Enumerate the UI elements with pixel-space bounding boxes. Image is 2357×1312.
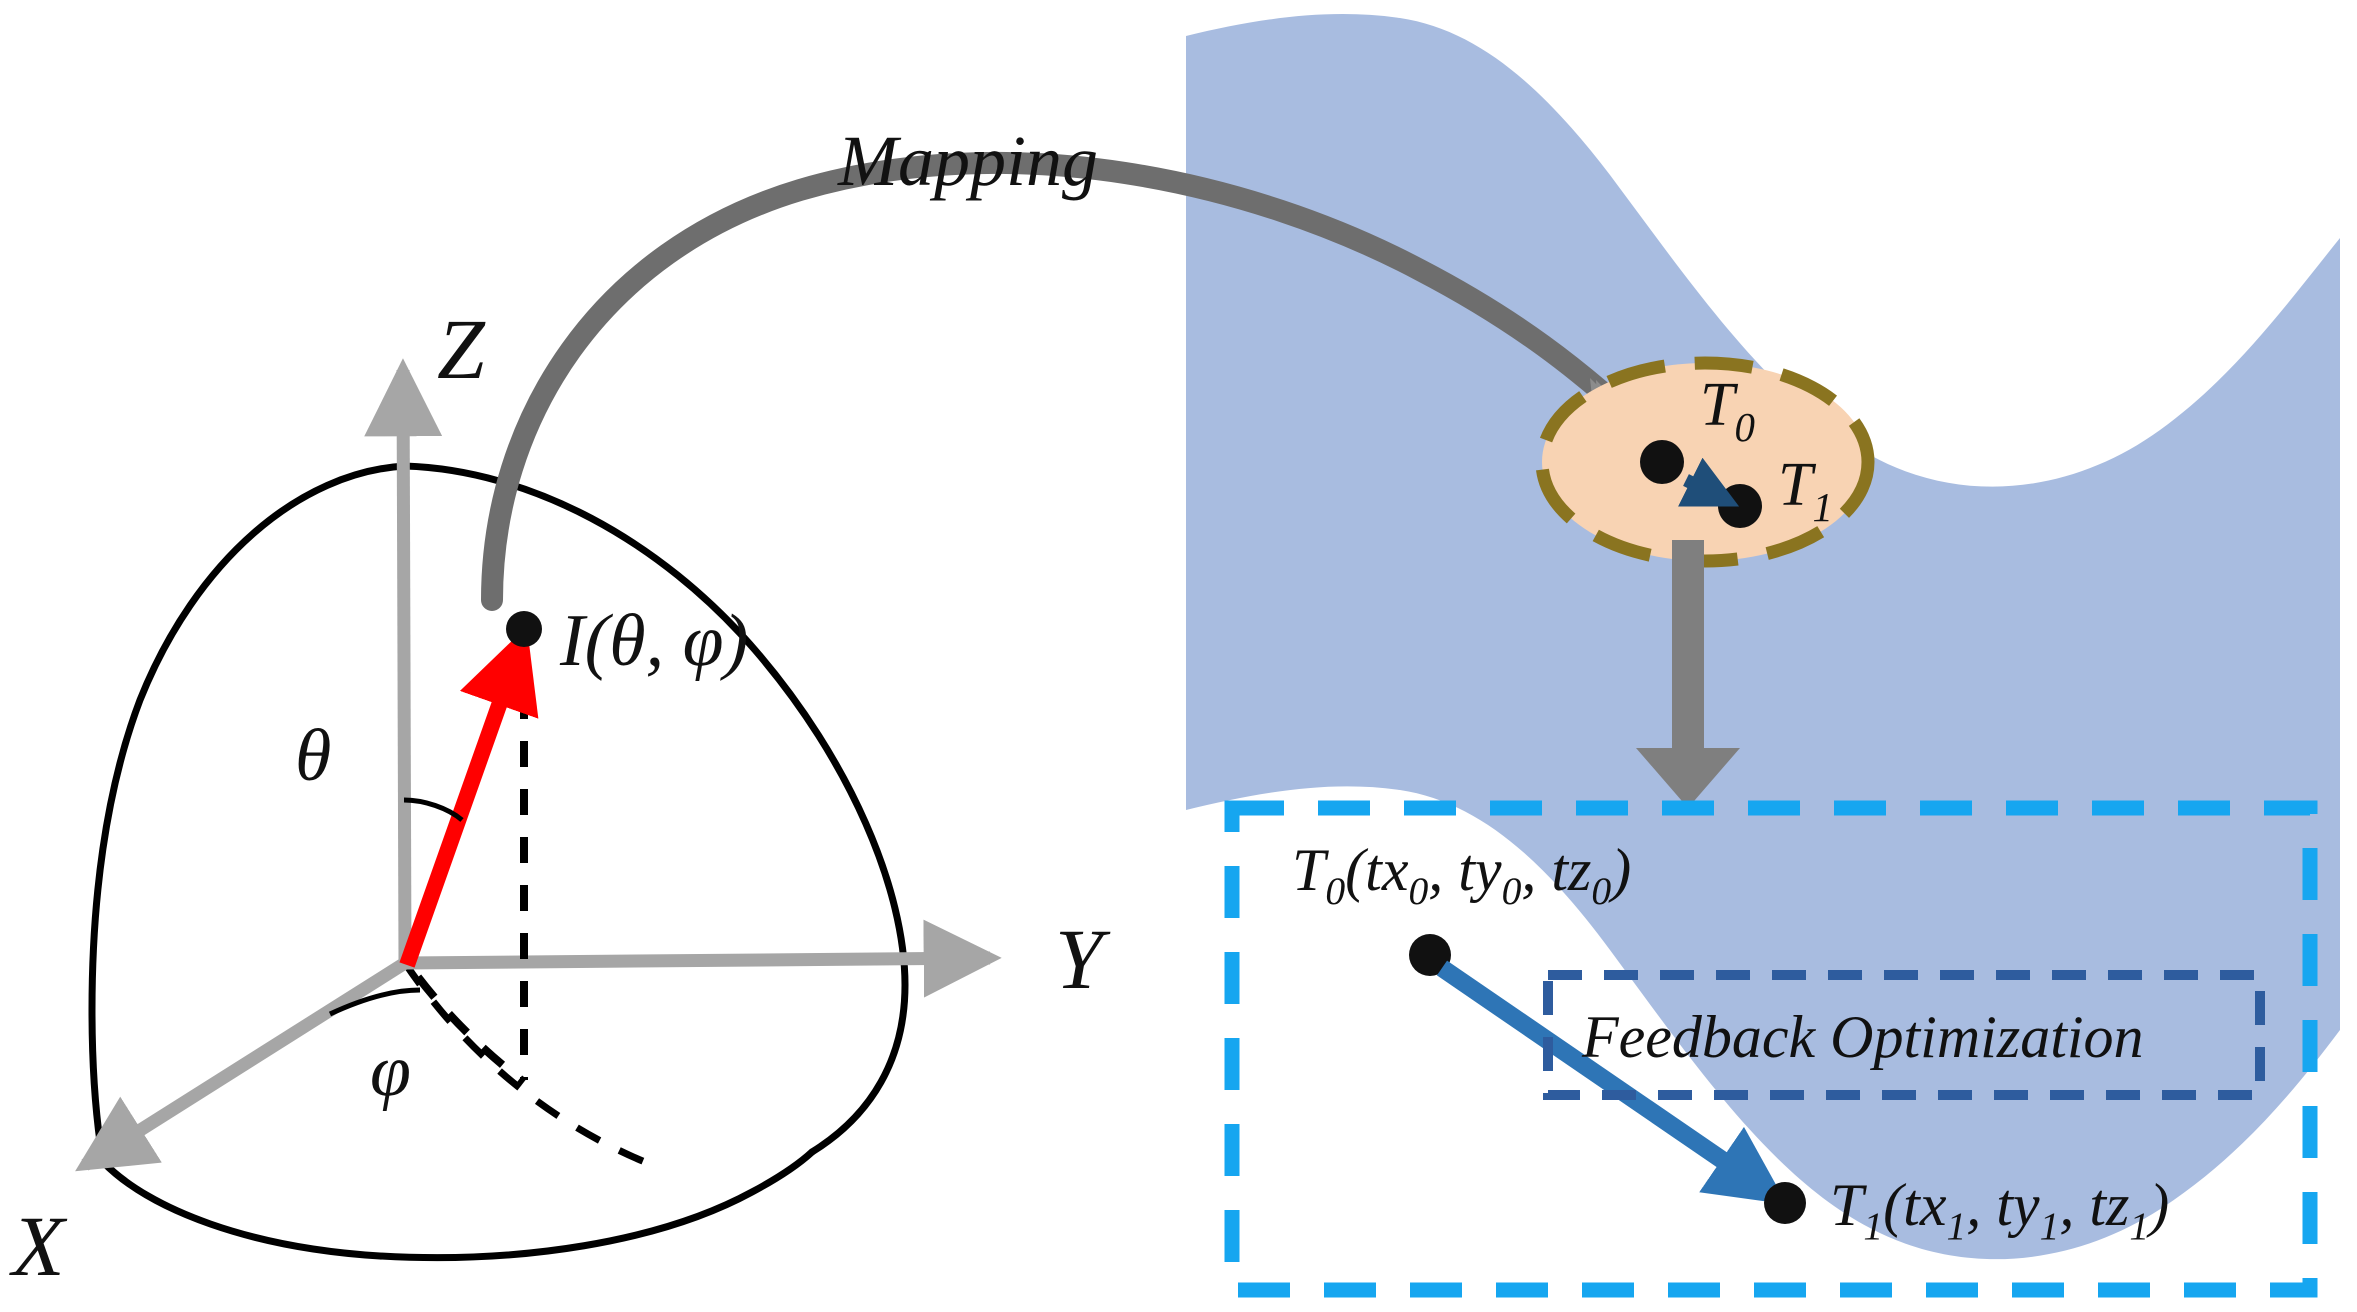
axis-y-label: Y bbox=[1055, 911, 1111, 1007]
sphere-equator-dashed-arc bbox=[402, 961, 662, 1172]
axis-y-line bbox=[404, 919, 1002, 998]
mapping-label: Mapping bbox=[837, 121, 1098, 201]
phi-angle-label: φ bbox=[370, 1030, 411, 1112]
axis-z-line bbox=[364, 358, 443, 964]
theta-angle-label: θ bbox=[295, 715, 331, 797]
sphere-outline-top-right bbox=[401, 462, 909, 1156]
down-arrow-head bbox=[1636, 748, 1740, 808]
target-surface-group bbox=[1186, 14, 2340, 1260]
axis-x-line bbox=[75, 957, 409, 1172]
feedback-inner-box-border[interactable] bbox=[1543, 970, 2265, 1100]
opt-t0-dot bbox=[1409, 934, 1451, 976]
patch-point-t0-dot bbox=[1640, 440, 1684, 484]
opt-t0-coordinate-label: T0(tx0, ty0, tz0) bbox=[1292, 837, 1631, 913]
opt-t1-dot bbox=[1764, 1182, 1806, 1224]
surface-patch-group: T0 T1 bbox=[1535, 356, 1875, 568]
theta-angle-arc bbox=[403, 797, 464, 822]
patch-t0-label: T0 bbox=[1700, 371, 1755, 450]
sphere-outline-bottom bbox=[99, 1148, 816, 1262]
down-arrow-group bbox=[1636, 540, 1740, 808]
patch-inner-arrow bbox=[1678, 457, 1740, 507]
sphere-outline bbox=[88, 462, 409, 1166]
patch-ellipse-dashed-border bbox=[1535, 356, 1875, 568]
projection-floor-line bbox=[414, 974, 527, 1086]
feedback-optimization-label: Feedback Optimization bbox=[1581, 1004, 2144, 1070]
radial-vector-arrow bbox=[399, 626, 539, 968]
wavy-surface-shape bbox=[1186, 14, 2340, 1260]
down-arrow-shaft bbox=[1672, 540, 1704, 755]
point-i-label: I(θ, φ) bbox=[559, 600, 748, 682]
optimization-arrow bbox=[1436, 960, 1787, 1205]
opt-t1-coordinate-label: T1(tx1, ty1, tz1) bbox=[1830, 1172, 2169, 1248]
axis-z-label: Z bbox=[437, 301, 486, 397]
axis-x-label: X bbox=[9, 1198, 68, 1294]
patch-point-t1-dot bbox=[1718, 484, 1762, 528]
sphere-octant-group bbox=[75, 358, 1002, 1262]
patch-t1-label: T1 bbox=[1778, 451, 1833, 530]
optimization-box-group: T0(tx0, ty0, tz0) Feedback Optimization … bbox=[1224, 800, 2318, 1298]
point-i-dot bbox=[506, 611, 542, 647]
mapping-arc-path bbox=[481, 151, 1636, 611]
optimization-box-border[interactable] bbox=[1224, 800, 2318, 1298]
phi-angle-arc bbox=[328, 987, 421, 1017]
